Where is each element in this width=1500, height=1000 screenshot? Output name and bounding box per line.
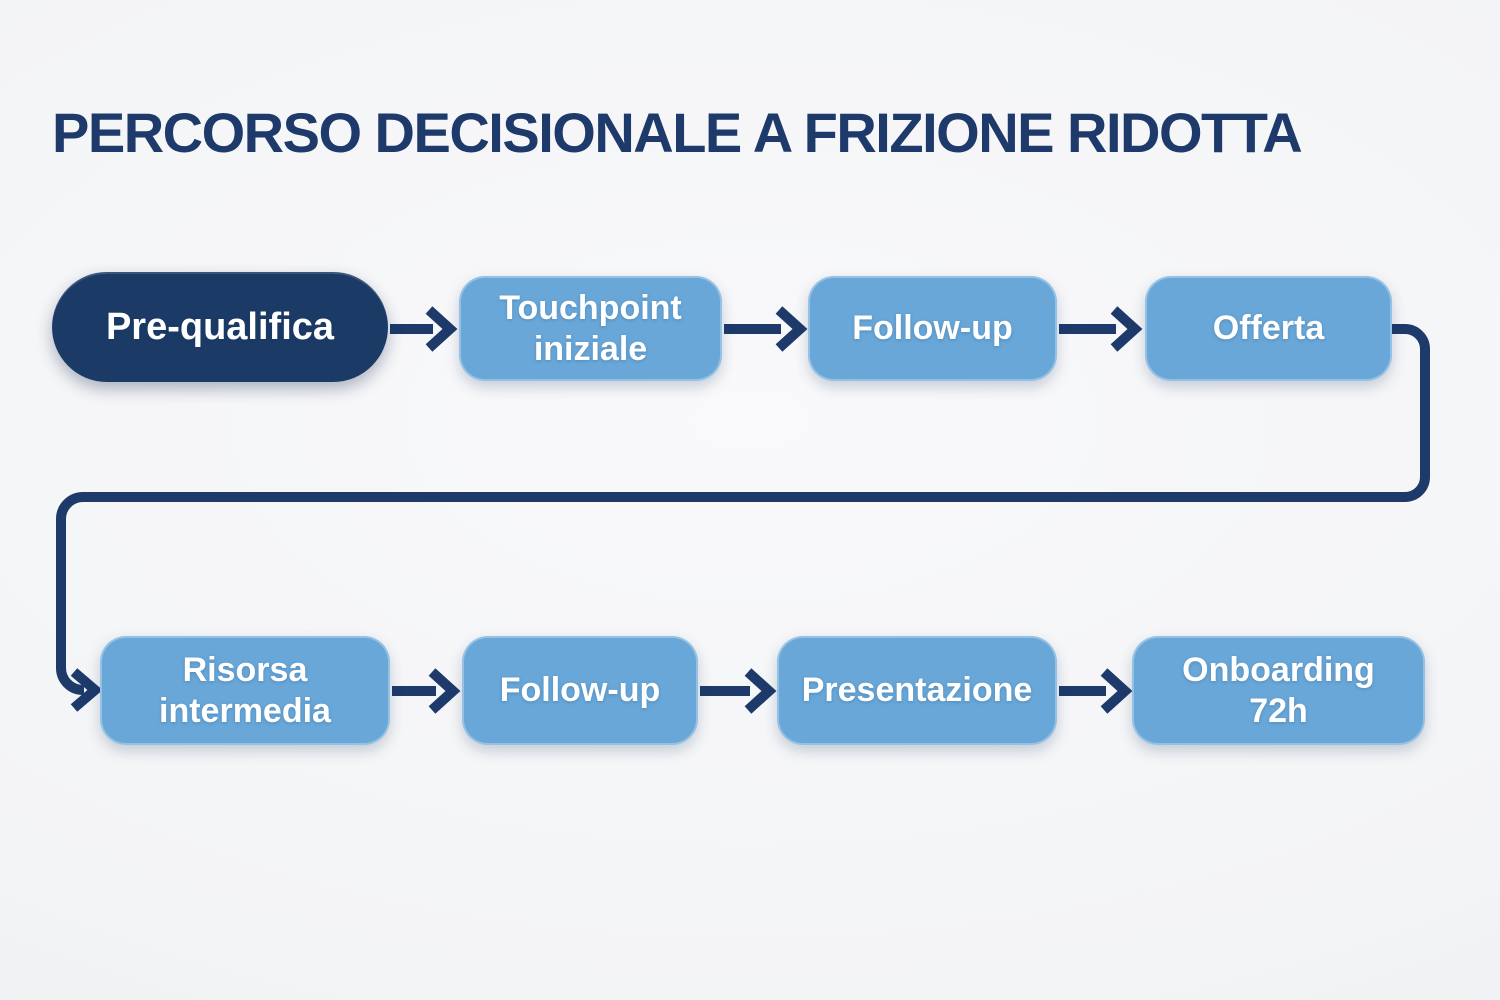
- connector-offerta-risorsa: [56, 324, 1430, 712]
- node-pre-qualifica: Pre-qualifica: [52, 272, 388, 382]
- node-label: Presentazione: [801, 671, 1033, 710]
- node-touchpoint-iniziale: Touchpoint iniziale: [459, 276, 722, 381]
- node-label: Onboarding 72h: [1182, 651, 1375, 730]
- node-label: Touchpoint iniziale: [499, 289, 682, 368]
- arrow-followup-presentazione: [700, 668, 777, 714]
- node-label: Offerta: [1212, 309, 1325, 348]
- node-risorsa-intermedia: Risorsa intermedia: [100, 636, 390, 745]
- arrow-touchpoint-followup: [724, 306, 808, 352]
- node-onboarding-72h: Onboarding 72h: [1132, 636, 1425, 745]
- arrow-followup-offerta: [1059, 306, 1143, 352]
- node-followup-2: Follow-up: [462, 636, 698, 745]
- arrow-risorsa-followup: [392, 668, 461, 714]
- node-label: Pre-qualifica: [105, 305, 335, 348]
- arrow-prequalifica-touchpoint: [390, 306, 458, 352]
- node-presentazione: Presentazione: [777, 636, 1057, 745]
- node-label: Risorsa intermedia: [159, 651, 331, 730]
- node-offerta: Offerta: [1145, 276, 1392, 381]
- node-label: Follow-up: [499, 671, 661, 710]
- arrow-presentazione-onboarding: [1059, 668, 1133, 714]
- node-followup-1: Follow-up: [808, 276, 1057, 381]
- node-label: Follow-up: [852, 309, 1013, 348]
- page-title: PERCORSO DECISIONALE A FRIZIONE RIDOTTA: [52, 101, 1303, 164]
